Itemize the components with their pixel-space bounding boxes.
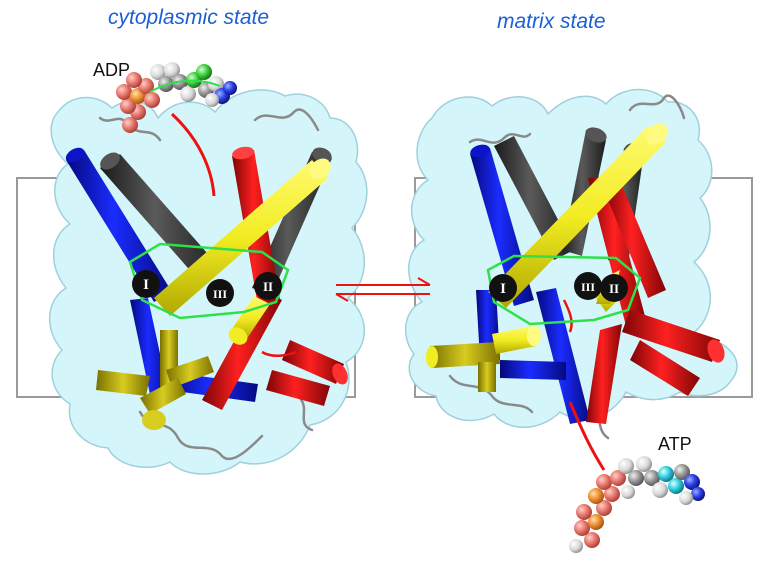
- helix-h2-dark-left: [100, 154, 222, 284]
- svg-text:II: II: [609, 281, 619, 296]
- pathway-curve-left-b: [261, 350, 297, 357]
- helix-h1d-blue-right: [500, 360, 566, 380]
- helix-cap: [646, 123, 668, 145]
- ligand-label-atp: ATP: [658, 434, 692, 454]
- marker-II-right: II: [600, 274, 628, 302]
- helix-h3c-red-right: [622, 310, 720, 362]
- adp-molecule-icon: [116, 62, 237, 133]
- svg-text:III: III: [581, 280, 595, 294]
- helix-h5d-olive-left: [140, 378, 186, 414]
- loop-left-4: [298, 396, 314, 432]
- helix-cap: [470, 144, 490, 158]
- helix-cap: [312, 147, 332, 163]
- structure-cytoplasmic: I III II: [48, 89, 368, 475]
- helix-cap: [100, 152, 120, 170]
- pocket-outline-right: [486, 254, 642, 326]
- pathway-curve-left: [170, 112, 216, 197]
- helix-h3b-red-left: [202, 290, 282, 410]
- helix-h4-yellow-left: [154, 160, 328, 316]
- marker-I-right: I: [489, 274, 517, 302]
- pathway-curve-right-b: [562, 299, 573, 333]
- helix-h4-yellow-right: [488, 126, 666, 308]
- helix-cap: [332, 363, 348, 385]
- helix-cap: [426, 346, 438, 368]
- helix-cap: [232, 146, 254, 160]
- helix-h3b-red-right: [604, 186, 666, 298]
- title-matrix-state: matrix state: [497, 10, 606, 33]
- helix-h3-red-right: [588, 176, 646, 326]
- marker-II-left: II: [254, 272, 282, 300]
- loop-left-2: [253, 108, 320, 132]
- marker-I-left: I: [132, 270, 160, 298]
- helix-h3c-red-left: [282, 340, 344, 384]
- helix-cap: [707, 339, 725, 363]
- pathway-curve-right: [568, 401, 606, 471]
- helix-cap: [309, 158, 331, 180]
- helix-h3d-red-right: [586, 324, 622, 424]
- helix-h5a-olive-right: [430, 342, 500, 368]
- equilibrium-arrows-icon: [335, 277, 431, 302]
- helix-cap: [65, 147, 85, 163]
- helix-h5c-olive-right: [492, 326, 536, 354]
- loop-right-2: [628, 94, 686, 120]
- helix-cap: [527, 326, 541, 346]
- title-cytoplasmic-state: cytoplasmic state: [108, 6, 270, 29]
- pocket-outline-left: [128, 242, 290, 320]
- helix-cap: [585, 127, 607, 143]
- svg-text:III: III: [213, 287, 227, 301]
- ligand-label-adp: ADP: [93, 60, 131, 80]
- marker-III-right: III: [574, 272, 602, 300]
- loop-right-1: [468, 132, 532, 144]
- helix-h1-blue-left: [66, 150, 172, 302]
- atp-molecule-icon: [569, 456, 705, 553]
- structure-matrix: I III II: [404, 88, 738, 471]
- helix-h3d-red-left: [266, 370, 330, 406]
- helix-h3e-red-right: [630, 340, 700, 396]
- helix-h5b-olive-right: [478, 362, 496, 392]
- loop-right-3: [448, 374, 534, 414]
- svg-text:II: II: [263, 279, 273, 294]
- svg-text:I: I: [500, 281, 506, 297]
- svg-text:I: I: [143, 277, 149, 293]
- helix-cap: [228, 327, 248, 345]
- marker-III-left: III: [206, 279, 234, 307]
- helix-h5a-olive-left: [96, 370, 150, 396]
- helix-cap: [142, 410, 166, 430]
